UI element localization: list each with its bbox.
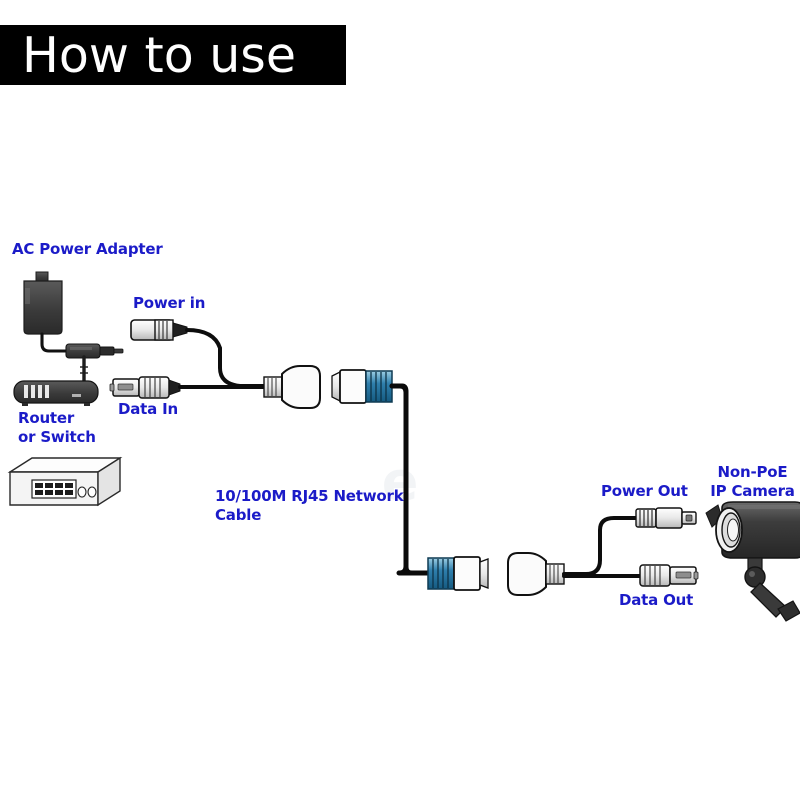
label-network-cable: 10/100M RJ45 Network Cable [215, 487, 404, 524]
network-switch-box [7, 456, 123, 507]
data-out-rj45 [639, 564, 699, 587]
label-data-out: Data Out [619, 591, 694, 609]
label-router-or-switch: Router or Switch [18, 409, 96, 446]
balun-right [507, 552, 565, 596]
ac-power-adapter [23, 271, 124, 359]
rj45-plug-left [331, 369, 393, 404]
title-banner: How to use [0, 25, 346, 85]
power-in-jack [130, 319, 188, 341]
rj45-plug-right [427, 556, 489, 591]
label-ip-camera: Non-PoE IP Camera [710, 463, 795, 500]
label-power-out: Power Out [601, 482, 688, 500]
data-in-rj45 [109, 376, 181, 399]
page-title: How to use [22, 26, 296, 84]
watermark: e [382, 450, 419, 513]
router-or-switch-device [13, 355, 99, 406]
label-ac-power-adapter: AC Power Adapter [12, 240, 163, 258]
power-in-cable [185, 328, 266, 388]
label-data-in: Data In [118, 400, 178, 418]
ip-camera [705, 501, 800, 622]
svg-text:e: e [382, 450, 419, 513]
power-out-plug [635, 507, 697, 529]
balun-left [263, 365, 321, 409]
network-cable-run-2 [389, 383, 439, 576]
label-power-in: Power in [133, 294, 206, 312]
power-out-cable [562, 516, 638, 576]
